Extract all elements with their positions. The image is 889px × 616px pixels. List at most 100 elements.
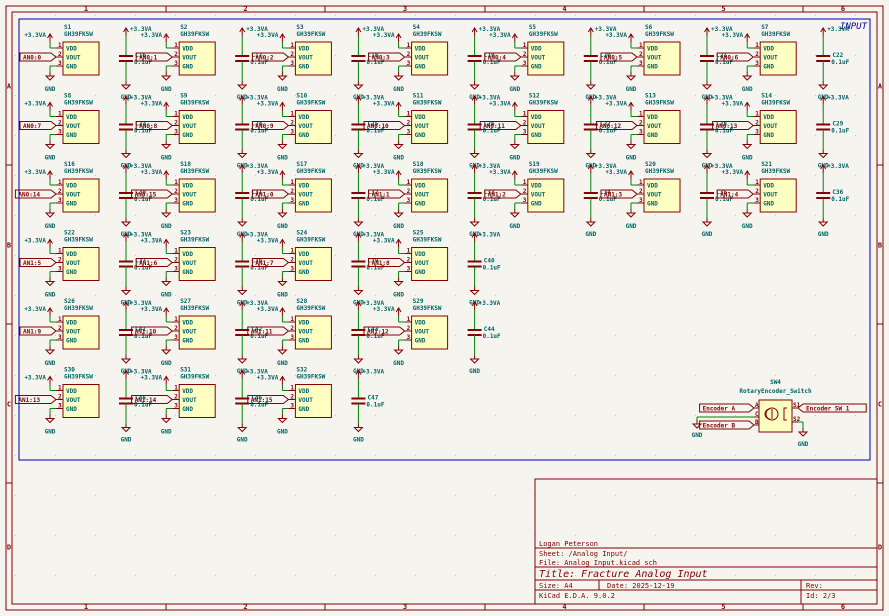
net-label-an1-12[interactable]: AN1:12	[363, 326, 406, 336]
hall-sensor-body[interactable]	[62, 247, 100, 281]
hall-sensor-body[interactable]	[178, 178, 216, 213]
net-label-an0-12[interactable]: AN0:12	[595, 121, 638, 131]
net-label-an1-15[interactable]: AN1:15	[247, 395, 290, 405]
net-label-an0-10[interactable]: AN0:10	[363, 121, 406, 131]
hall-sensor-body[interactable]	[294, 110, 332, 144]
net-label-an0-14[interactable]: AN0:14	[14, 189, 57, 199]
hall-sensor-body[interactable]	[294, 315, 332, 350]
hall-sensor-body[interactable]	[178, 110, 216, 144]
hall-sensor-body[interactable]	[294, 247, 332, 281]
net-label-an0-2[interactable]: AN0:2	[251, 52, 290, 62]
net-label-an1-1[interactable]: AN1:1	[368, 189, 406, 199]
hall-sensor-body[interactable]	[759, 110, 797, 144]
net-label-an0-9[interactable]: AN0:9	[251, 121, 290, 131]
net-label-an1-14[interactable]: AN1:14	[131, 395, 174, 405]
hall-sensor-body[interactable]	[178, 384, 216, 418]
net-label-an1-11[interactable]: AN1:11	[247, 326, 290, 336]
hall-sensor-body[interactable]	[178, 41, 216, 76]
net-label-an0-4[interactable]: AN0:4	[484, 52, 522, 62]
hall-sensor-body[interactable]	[527, 178, 565, 213]
net-label-encoder-sw1[interactable]: Encoder SW 1	[797, 403, 867, 413]
hall-sensor-body[interactable]	[411, 41, 449, 76]
hall-sensor-body[interactable]	[527, 110, 565, 144]
net-label-an0-5[interactable]: AN0:5	[600, 52, 638, 62]
decoupling-capacitor[interactable]: +3.3VAGNDC310.1uF	[235, 163, 269, 238]
encoder-body[interactable]	[758, 399, 793, 433]
net-label-encoder-a[interactable]: Encoder A	[699, 403, 755, 413]
hall-sensor-body[interactable]	[527, 41, 565, 76]
hall-sensor-body[interactable]	[62, 315, 100, 350]
hall-sensor-body[interactable]	[294, 41, 332, 76]
net-label-encoder-b[interactable]: Encoder B	[699, 420, 755, 430]
net-label-an1-9[interactable]: AN1:9	[19, 326, 57, 336]
net-label-an1-5[interactable]: AN1:5	[19, 258, 57, 268]
hall-sensor-body[interactable]	[643, 178, 681, 213]
net-label-an0-8[interactable]: AN0:8	[135, 121, 174, 131]
net-label-an1-10[interactable]: AN1:10	[131, 326, 174, 336]
net-label-an1-4[interactable]: AN1:4	[716, 189, 755, 199]
hall-sensor-body[interactable]	[411, 315, 449, 350]
hall-sensor-body[interactable]	[62, 110, 100, 144]
decoupling-capacitor[interactable]: +3.3VAGNDC290.1uF	[816, 95, 850, 170]
hall-sensor-body[interactable]	[62, 178, 100, 213]
hall-sensor-body[interactable]	[178, 247, 216, 281]
net-label-an1-13[interactable]: AN1:13	[14, 395, 57, 405]
hall-sensor-body[interactable]	[62, 384, 100, 418]
net-label-an1-6[interactable]: AN1:6	[135, 258, 174, 268]
net-label-an0-3[interactable]: AN0:3	[368, 52, 406, 62]
hall-sensor-body[interactable]	[294, 384, 332, 418]
hall-sensor-body[interactable]	[411, 178, 449, 213]
net-label-an0-1[interactable]: AN0:1	[135, 52, 174, 62]
hall-sensor-body[interactable]	[411, 247, 449, 281]
net-label-an1-3[interactable]: AN1:3	[600, 189, 638, 199]
net-label-an0-13[interactable]: AN0:13	[712, 121, 755, 131]
decoupling-capacitor[interactable]: +3.3VAGNDC220.1uF	[816, 26, 850, 101]
hall-sensor-body[interactable]	[643, 110, 681, 144]
net-label-an1-2[interactable]: AN1:2	[484, 189, 522, 199]
hall-sensor-body[interactable]	[62, 41, 100, 76]
net-label-an1-7[interactable]: AN1:7	[251, 258, 290, 268]
net-label-an1-0[interactable]: AN1:0	[251, 189, 290, 199]
hall-sensor-body[interactable]	[759, 41, 797, 76]
hall-sensor-body[interactable]	[178, 315, 216, 350]
net-label-an1-8[interactable]: AN1:8	[368, 258, 406, 268]
net-label-an0-7[interactable]: AN0:7	[19, 121, 57, 131]
net-label-an0-11[interactable]: AN0:11	[479, 121, 522, 131]
